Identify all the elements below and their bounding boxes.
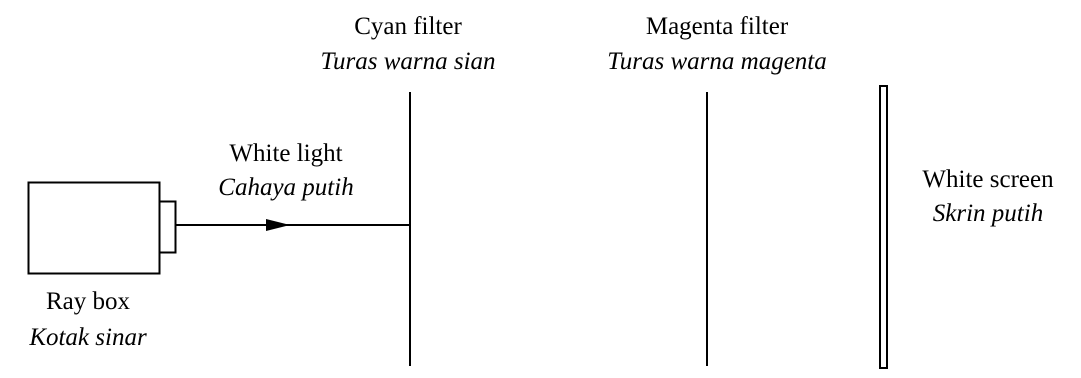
white-screen-label: White screen Skrin putih — [922, 166, 1054, 227]
ray-box-body — [27, 181, 161, 275]
cyan-filter-label: Cyan filter Turas warna sian — [320, 13, 495, 75]
ray-arrow-head — [266, 219, 290, 231]
white-screen-panel — [879, 85, 888, 369]
ray-box-label-ms: Kotak sinar — [28, 324, 147, 351]
cyan-filter-label-ms: Turas warna sian — [320, 48, 495, 75]
ray-box-label-en: Ray box — [46, 288, 131, 315]
magenta-filter-label: Magenta filter Turas warna magenta — [607, 13, 826, 75]
white-screen-label-ms: Skrin putih — [933, 200, 1043, 227]
ray-box-lens — [158, 200, 177, 254]
white-light-label-ms: Cahaya putih — [218, 174, 353, 201]
white-light-label: White light Cahaya putih — [218, 140, 353, 201]
white-screen-label-en: White screen — [922, 166, 1054, 193]
ray-box-label: Ray box Kotak sinar — [28, 288, 147, 351]
magenta-filter-label-en: Magenta filter — [646, 13, 789, 40]
white-light-label-en: White light — [229, 140, 342, 167]
magenta-filter-label-ms: Turas warna magenta — [607, 48, 826, 75]
cyan-filter-label-en: Cyan filter — [354, 13, 462, 40]
